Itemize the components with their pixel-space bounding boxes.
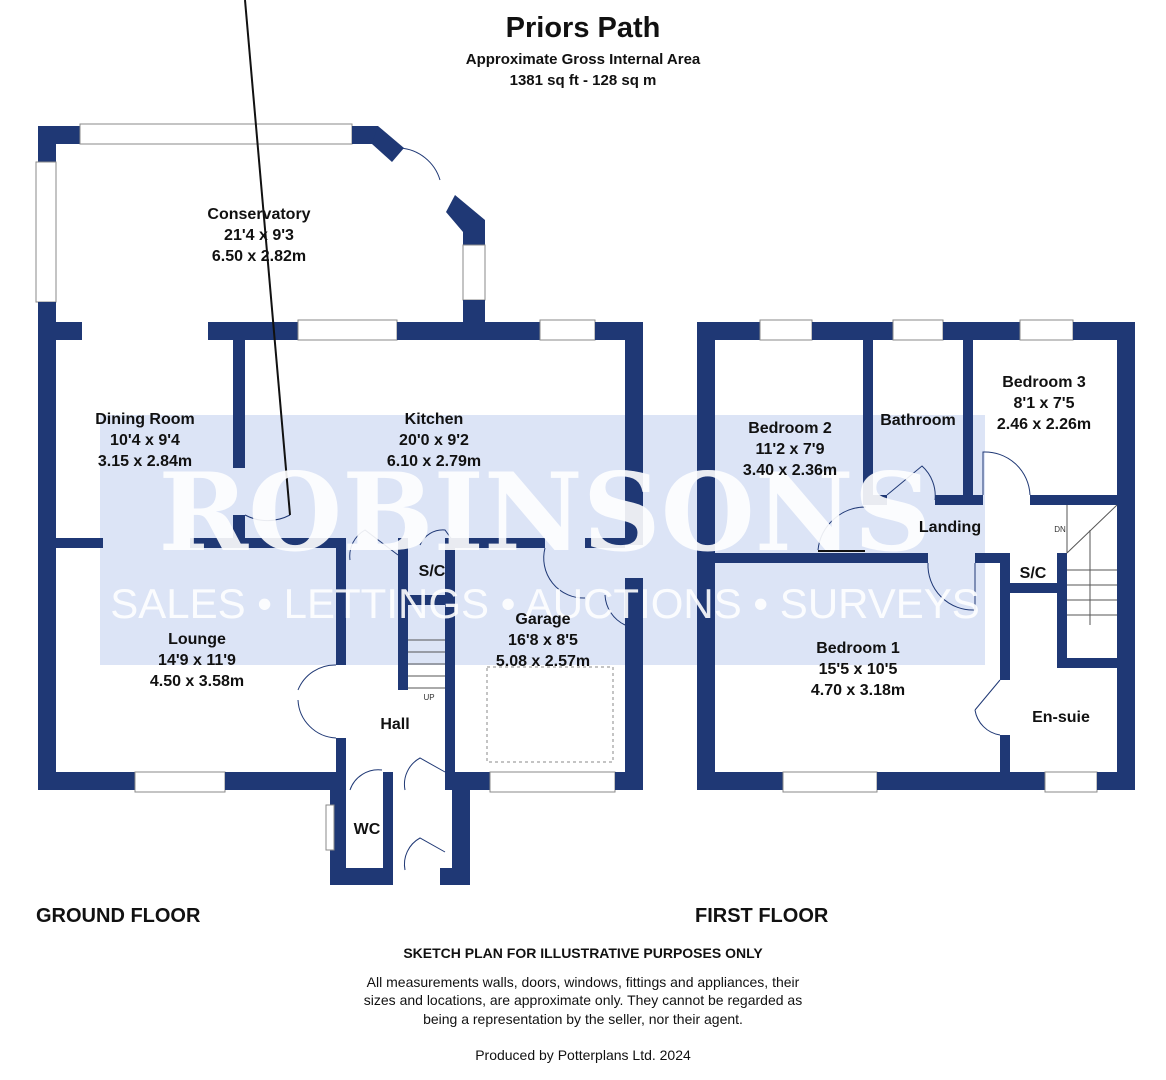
svg-text:6.10 x 2.79m: 6.10 x 2.79m [387, 453, 481, 470]
svg-text:14'9 x 11'9: 14'9 x 11'9 [158, 652, 236, 669]
room-bedroom-2: Bedroom 2 11'2 x 7'9 3.40 x 2.36m [743, 420, 837, 479]
disclaimer-line: being a representation by the seller, no… [423, 1011, 743, 1027]
room-bedroom-3: Bedroom 3 8'1 x 7'5 2.46 x 2.26m [997, 374, 1091, 433]
watermark-tagline: SALES • LETTINGS • AUCTIONS • SURVEYS [110, 580, 980, 627]
svg-text:10'4 x 9'4: 10'4 x 9'4 [110, 432, 180, 449]
svg-text:5.08 x 2.57m: 5.08 x 2.57m [496, 653, 590, 670]
ground-floor-walls [35, 123, 643, 885]
svg-text:4.70 x 3.18m: 4.70 x 3.18m [811, 682, 905, 699]
plan-subtitle: Approximate Gross Internal Area [466, 51, 701, 68]
disclaimer-line: All measurements walls, doors, windows, … [367, 974, 800, 990]
stairs-down-label: DN [1054, 525, 1066, 534]
disclaimer-line: sizes and locations, are approximate onl… [364, 992, 802, 1008]
room-bedroom-1: Bedroom 1 15'5 x 10'5 4.70 x 3.18m [811, 640, 905, 699]
first-floor-label: FIRST FLOOR [695, 905, 829, 927]
ground-floor-doors [244, 0, 626, 871]
svg-text:11'2 x 7'9: 11'2 x 7'9 [755, 441, 824, 458]
svg-text:8'1 x 7'5: 8'1 x 7'5 [1014, 395, 1075, 412]
first-floor-walls [697, 319, 1135, 793]
stairs-up-label: UP [423, 693, 434, 702]
svg-text:Dining Room: Dining Room [95, 411, 195, 428]
svg-text:Garage: Garage [515, 611, 570, 628]
room-hall: Hall [380, 716, 409, 733]
room-wc: WC [354, 821, 381, 838]
ground-floor-label: GROUND FLOOR [36, 905, 201, 927]
room-dining: Dining Room 10'4 x 9'4 3.15 x 2.84m [95, 411, 195, 470]
disclaimer-title: SKETCH PLAN FOR ILLUSTRATIVE PURPOSES ON… [403, 945, 763, 961]
room-conservatory: Conservatory 21'4 x 9'3 6.50 x 2.82m [207, 206, 310, 265]
plan-title: Priors Path [506, 12, 661, 44]
svg-text:Bedroom 2: Bedroom 2 [748, 420, 832, 437]
room-bathroom: Bathroom [880, 412, 956, 429]
room-sc-ground: S/C [419, 563, 446, 580]
svg-text:Conservatory: Conservatory [207, 206, 310, 223]
svg-text:16'8 x 8'5: 16'8 x 8'5 [508, 632, 578, 649]
svg-text:Bedroom 1: Bedroom 1 [816, 640, 900, 657]
svg-text:3.40 x 2.36m: 3.40 x 2.36m [743, 462, 837, 479]
produced-by: Produced by Potterplans Ltd. 2024 [475, 1047, 691, 1063]
room-ensuite: En-suie [1032, 709, 1090, 726]
svg-text:4.50 x 3.58m: 4.50 x 3.58m [150, 673, 244, 690]
room-kitchen: Kitchen 20'0 x 9'2 6.10 x 2.79m [387, 411, 481, 470]
watermark-brand: ROBINSONS [158, 450, 931, 576]
room-landing: Landing [919, 519, 981, 536]
svg-text:Lounge: Lounge [168, 631, 226, 648]
room-garage: Garage 16'8 x 8'5 5.08 x 2.57m [496, 611, 590, 670]
svg-text:20'0 x 9'2: 20'0 x 9'2 [399, 432, 469, 449]
svg-text:2.46 x 2.26m: 2.46 x 2.26m [997, 416, 1091, 433]
svg-text:21'4 x 9'3: 21'4 x 9'3 [224, 227, 294, 244]
room-sc-first: S/C [1020, 565, 1047, 582]
first-floor-doors [817, 451, 1031, 736]
svg-text:15'5 x 10'5: 15'5 x 10'5 [819, 661, 898, 678]
plan-area: 1381 sq ft - 128 sq m [510, 72, 657, 89]
svg-text:6.50 x 2.82m: 6.50 x 2.82m [212, 248, 306, 265]
svg-text:Kitchen: Kitchen [405, 411, 464, 428]
svg-text:3.15 x 2.84m: 3.15 x 2.84m [98, 453, 192, 470]
svg-text:Bedroom 3: Bedroom 3 [1002, 374, 1086, 391]
room-lounge: Lounge 14'9 x 11'9 4.50 x 3.58m [150, 631, 244, 690]
